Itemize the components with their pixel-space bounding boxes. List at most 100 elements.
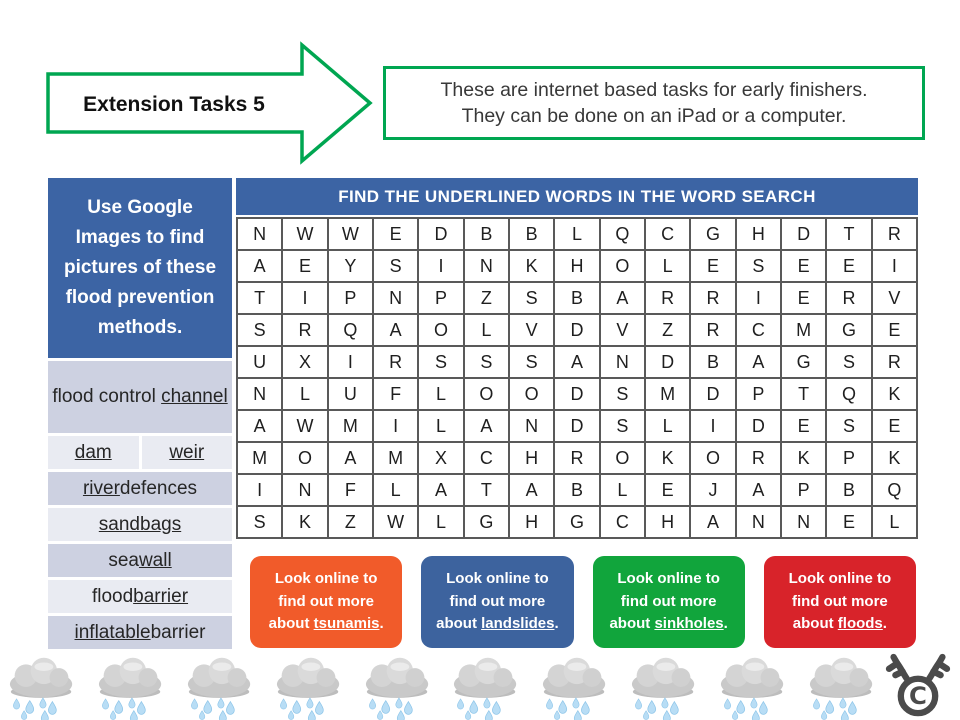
wordsearch-cell: L — [419, 507, 463, 537]
wordsearch-cell: C — [464, 443, 508, 473]
wordsearch-cell: B — [555, 475, 599, 505]
wordsearch-cell: G — [555, 507, 599, 537]
methods-panel: Use Google Images to find pictures of th… — [48, 178, 232, 649]
wordsearch-cell: I — [238, 475, 282, 505]
wordsearch-cell: A — [419, 475, 463, 505]
rain-cloud-icon — [632, 657, 695, 720]
wordsearch-cell: D — [555, 411, 599, 441]
wordsearch-cell: E — [827, 507, 871, 537]
wordsearch-cell: M — [373, 443, 418, 473]
wordsearch-cell: Q — [872, 475, 916, 505]
wordsearch-cell: S — [827, 347, 871, 377]
wordsearch-cell: O — [283, 443, 327, 473]
wordsearch-cell: E — [781, 251, 826, 281]
wordsearch-cell: P — [736, 379, 780, 409]
wordsearch-cell: N — [509, 411, 554, 441]
wordsearch-cell: O — [600, 251, 644, 281]
wordsearch-cell: S — [464, 347, 508, 377]
footer-clouds: C — [0, 650, 960, 720]
wordsearch-cell: V — [872, 283, 916, 313]
wordsearch-cell: K — [781, 443, 826, 473]
rain-cloud-icon — [543, 657, 606, 720]
rain-cloud-icon — [809, 657, 873, 720]
wordsearch-cell: Z — [328, 507, 372, 537]
rain-cloud-icon — [720, 657, 784, 720]
rain-cloud-icon — [365, 657, 428, 720]
rain-cloud-icon — [9, 657, 73, 720]
wordsearch-cell: Q — [827, 379, 871, 409]
wordsearch-cell: F — [328, 475, 372, 505]
intro-line-1: These are internet based tasks for early… — [440, 78, 868, 101]
wordsearch-cell: E — [781, 411, 826, 441]
wordsearch-cell: G — [827, 315, 871, 345]
wordsearch-cell: L — [600, 475, 644, 505]
wordsearch-cell: L — [555, 219, 599, 249]
wordsearch-cell: O — [691, 443, 735, 473]
wordsearch-cell: G — [691, 219, 735, 249]
wordsearch-cell: P — [781, 475, 826, 505]
wordsearch-cell: V — [600, 315, 644, 345]
wordsearch-cell: H — [736, 219, 780, 249]
wordsearch-cell: R — [555, 443, 599, 473]
wordsearch-cell: I — [373, 411, 418, 441]
svg-text:C: C — [909, 681, 927, 710]
wordsearch-cell: H — [645, 507, 690, 537]
wordsearch-cell: S — [238, 507, 282, 537]
method-cell: flood control channel — [48, 361, 232, 433]
wordsearch-cell: T — [238, 283, 282, 313]
method-cell: sea wall — [48, 544, 232, 577]
wordsearch-cell: W — [328, 219, 372, 249]
rain-cloud-icon — [276, 657, 339, 720]
wordsearch-cell: P — [827, 443, 871, 473]
wordsearch-cell: N — [736, 507, 780, 537]
wordsearch-cell: Z — [464, 283, 508, 313]
wordsearch-cell: A — [238, 251, 282, 281]
wordsearch-cell: S — [736, 251, 780, 281]
wordsearch-cell: D — [781, 219, 826, 249]
rain-cloud-icon — [454, 657, 517, 720]
wordsearch-cell: R — [827, 283, 871, 313]
wordsearch-cell: S — [509, 347, 554, 377]
wordsearch-cell: M — [328, 411, 372, 441]
wordsearch-cell: A — [373, 315, 418, 345]
wordsearch-cell: W — [283, 411, 327, 441]
wordsearch-cell: I — [736, 283, 780, 313]
wordsearch-cell: R — [691, 315, 735, 345]
wordsearch-cell: K — [872, 443, 916, 473]
wordsearch-cell: X — [283, 347, 327, 377]
wordsearch-cell: E — [781, 283, 826, 313]
wordsearch-cell: K — [645, 443, 690, 473]
wordsearch-cell: N — [464, 251, 508, 281]
wordsearch-cell: P — [419, 283, 463, 313]
wordsearch-cell: R — [283, 315, 327, 345]
method-cell: dam — [48, 436, 139, 469]
method-cell: inflatable barrier — [48, 616, 232, 649]
wordsearch-cell: C — [736, 315, 780, 345]
wordsearch-cell: I — [872, 251, 916, 281]
wordsearch-cell: I — [283, 283, 327, 313]
wordsearch-cell: I — [691, 411, 735, 441]
wordsearch-cell: B — [464, 219, 508, 249]
method-cell: weir — [141, 436, 232, 469]
wordsearch-cell: W — [283, 219, 327, 249]
clouds-strip — [4, 654, 880, 720]
wordsearch-cell: G — [781, 347, 826, 377]
wordsearch-cell: E — [872, 315, 916, 345]
wordsearch-cell: A — [238, 411, 282, 441]
wordsearch-cell: R — [373, 347, 418, 377]
wordsearch-cell: L — [645, 411, 690, 441]
wordsearch-cell: R — [872, 347, 916, 377]
wordsearch-cell: O — [509, 379, 554, 409]
wordsearch-cell: N — [238, 219, 282, 249]
wordsearch-cell: A — [328, 443, 372, 473]
wordsearch-cell: H — [555, 251, 599, 281]
banner-title: Extension Tasks 5 — [83, 93, 265, 116]
wordsearch-cell: L — [645, 251, 690, 281]
wordsearch-cell: C — [600, 507, 644, 537]
wordsearch-cell: D — [419, 219, 463, 249]
wordsearch-cell: G — [464, 507, 508, 537]
